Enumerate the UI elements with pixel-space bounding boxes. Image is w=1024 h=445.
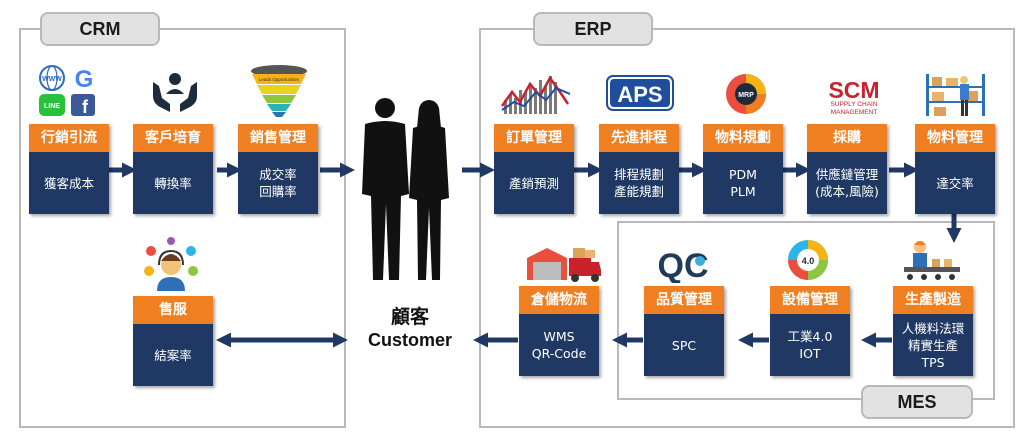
step-material-planning: 物料規劃 PDM PLM [703,124,783,214]
step-quality-title: 品質管理 [644,286,724,314]
qc-icon: QC [658,247,709,283]
customer-service-icon [144,237,198,291]
step-nurture: 客戶培育 轉換率 [133,124,213,214]
crm-frame [19,28,346,428]
crm-label: CRM [40,12,160,46]
sales-funnel-icon: Leads Opportunities [251,65,307,117]
google-icon: G [75,66,94,92]
step-warehouse-body: WMS QR-Code [519,314,599,376]
step-equipment: 設備管理 工業4.0 IOT [770,286,850,376]
step-order: 訂單管理 產銷預測 [494,124,574,214]
step-purchasing-title: 採購 [807,124,887,152]
svg-text:MANAGEMENT: MANAGEMENT [831,109,878,116]
step-equipment-title: 設備管理 [770,286,850,314]
step-aps-title: 先進排程 [599,124,679,152]
step-service-body: 結案率 [133,324,213,386]
svg-text:f: f [82,97,89,116]
step-material-management-title: 物料管理 [915,124,995,152]
step-material-management: 物料管理 達交率 [915,124,995,214]
customer-label-zh: 顧客 [390,306,429,328]
step-equipment-body: 工業4.0 IOT [770,314,850,376]
svg-text:WWW: WWW [42,76,62,83]
step-production: 生產製造 人機料法環 精實生產 TPS [893,286,973,376]
step-nurture-body: 轉換率 [133,152,213,214]
erp-label: ERP [533,12,653,46]
svg-text:SUPPLY CHAIN: SUPPLY CHAIN [830,101,877,108]
production-line-icon [904,241,960,280]
svg-text:MRP: MRP [738,92,754,99]
step-marketing-title: 行銷引流 [29,124,109,152]
step-sales: 銷售管理 成交率 回購率 [238,124,318,214]
step-order-body: 產銷預測 [494,152,574,214]
step-aps: 先進排程 排程規劃 產能規劃 [599,124,679,214]
step-production-body: 人機料法環 精實生產 TPS [893,314,973,376]
forecast-chart-icon [500,75,571,114]
step-purchasing: 採購 供應鏈管理 (成本,風險) [807,124,887,214]
mes-frame [617,221,995,400]
customer-label-en: Customer [367,330,452,350]
step-order-title: 訂單管理 [494,124,574,152]
customer-silhouette-icon [362,98,449,280]
step-marketing: 行銷引流 獲客成本 [29,124,109,214]
aps-icon: APS [606,75,674,111]
facebook-icon: f [71,94,95,116]
step-purchasing-body: 供應鏈管理 (成本,風險) [807,152,887,214]
erp-frame [479,28,1015,428]
svg-text:APS: APS [617,82,662,107]
step-nurture-title: 客戶培育 [133,124,213,152]
mes-label: MES [861,385,973,419]
www-icon: WWW [39,65,65,91]
step-service-title: 售服 [133,296,213,324]
step-warehouse: 倉儲物流 WMS QR-Code [519,286,599,376]
line-icon: LINE [39,94,65,116]
step-material-planning-title: 物料規劃 [703,124,783,152]
step-sales-body: 成交率 回購率 [238,152,318,214]
nurture-hands-icon [153,73,197,112]
svg-text:Leads Opportunities: Leads Opportunities [259,77,300,82]
step-material-planning-body: PDM PLM [703,152,783,214]
step-sales-title: 銷售管理 [238,124,318,152]
svg-text:4.0: 4.0 [802,256,815,266]
step-warehouse-title: 倉儲物流 [519,286,599,314]
step-service: 售服 結案率 [133,296,213,386]
mrp-icon: MRP [726,74,766,114]
warehouse-truck-icon [527,248,601,282]
scm-icon: SCM SUPPLY CHAIN MANAGEMENT [828,77,879,116]
svg-text:SCM: SCM [828,77,879,103]
step-production-title: 生產製造 [893,286,973,314]
step-aps-body: 排程規劃 產能規劃 [599,152,679,214]
step-quality: 品質管理 SPC [644,286,724,376]
industry-4-icon: 4.0 [788,240,828,280]
step-quality-body: SPC [644,314,724,376]
step-marketing-body: 獲客成本 [29,152,109,214]
svg-text:G: G [75,66,94,92]
svg-text:LINE: LINE [44,103,60,110]
warehouse-shelf-icon [926,74,985,116]
step-material-management-body: 達交率 [915,152,995,214]
